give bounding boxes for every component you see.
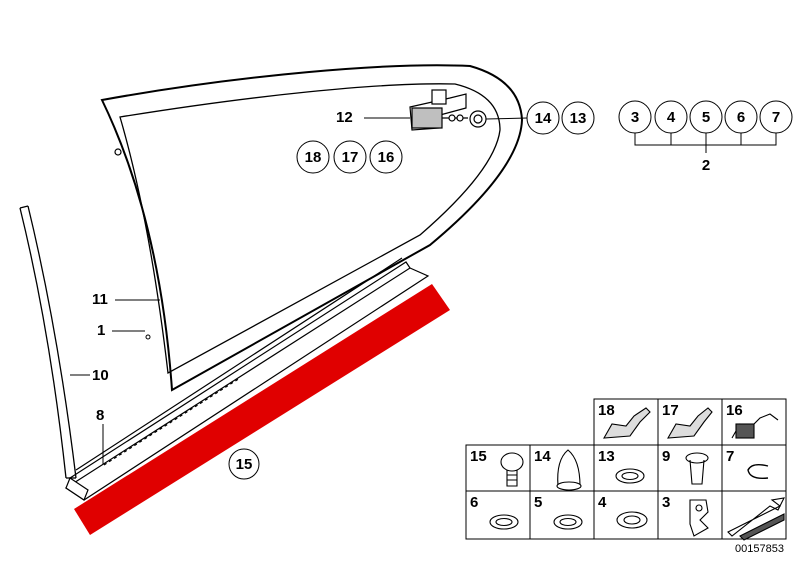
leader-14 <box>485 117 528 120</box>
callout-5: 5 <box>702 109 710 126</box>
hinge-assembly <box>409 89 487 131</box>
c-clip-icon <box>747 463 769 480</box>
callout-7: 7 <box>772 109 780 126</box>
grommet-icon <box>556 449 582 491</box>
washer-icon <box>553 514 583 530</box>
grid-label-5: 5 <box>534 494 542 511</box>
rivet-clip-icon <box>500 452 524 487</box>
highlight-bar <box>74 284 450 535</box>
connector-terminal-icon <box>603 407 779 439</box>
grid-label-7: 7 <box>726 448 734 465</box>
window-seal <box>19 205 77 479</box>
grid-label-18: 18 <box>598 402 615 419</box>
grid-label-14: 14 <box>534 448 551 465</box>
label-8: 8 <box>96 407 104 424</box>
callout-18: 18 <box>305 149 322 166</box>
callout-3: 3 <box>631 109 639 126</box>
grid-label-9: 9 <box>662 448 670 465</box>
label-1: 1 <box>97 322 105 339</box>
callout-6: 6 <box>737 109 745 126</box>
glass-callout-circles: 18 17 16 <box>296 140 403 174</box>
callout-14: 14 <box>535 110 552 127</box>
grid-label-16: 16 <box>726 402 743 419</box>
washer-icon <box>616 511 648 529</box>
arrow-icon <box>727 497 785 541</box>
side-window-glass <box>100 64 524 392</box>
reference-code: 00157853 <box>735 543 784 555</box>
group-callout: 3 4 5 6 7 2 <box>618 100 793 174</box>
label-11: 11 <box>92 291 108 308</box>
washer-icon <box>615 468 645 484</box>
washer-icon <box>489 514 519 530</box>
clip-fastener-icon <box>689 499 709 537</box>
callout-17: 17 <box>342 149 359 166</box>
grid-label-3: 3 <box>662 494 670 511</box>
grid-label-6: 6 <box>470 494 478 511</box>
grid-label-4: 4 <box>598 494 607 511</box>
grid-label-15: 15 <box>470 448 487 465</box>
grid-label-13: 13 <box>598 448 615 465</box>
parts-grid <box>465 398 787 540</box>
hinge-callout-circles: 14 13 <box>526 101 595 135</box>
lower-trim-strip <box>64 257 430 501</box>
callout-13: 13 <box>570 110 587 127</box>
callout-2: 2 <box>702 157 710 174</box>
callout-16: 16 <box>378 149 395 166</box>
label-12: 12 <box>336 109 353 126</box>
callout-4: 4 <box>667 109 676 126</box>
grid-label-17: 17 <box>662 402 679 419</box>
callout-15: 15 <box>236 456 253 473</box>
expanding-nut-icon <box>685 452 709 485</box>
label-10: 10 <box>92 367 109 384</box>
callout-circle-15 <box>228 448 260 480</box>
